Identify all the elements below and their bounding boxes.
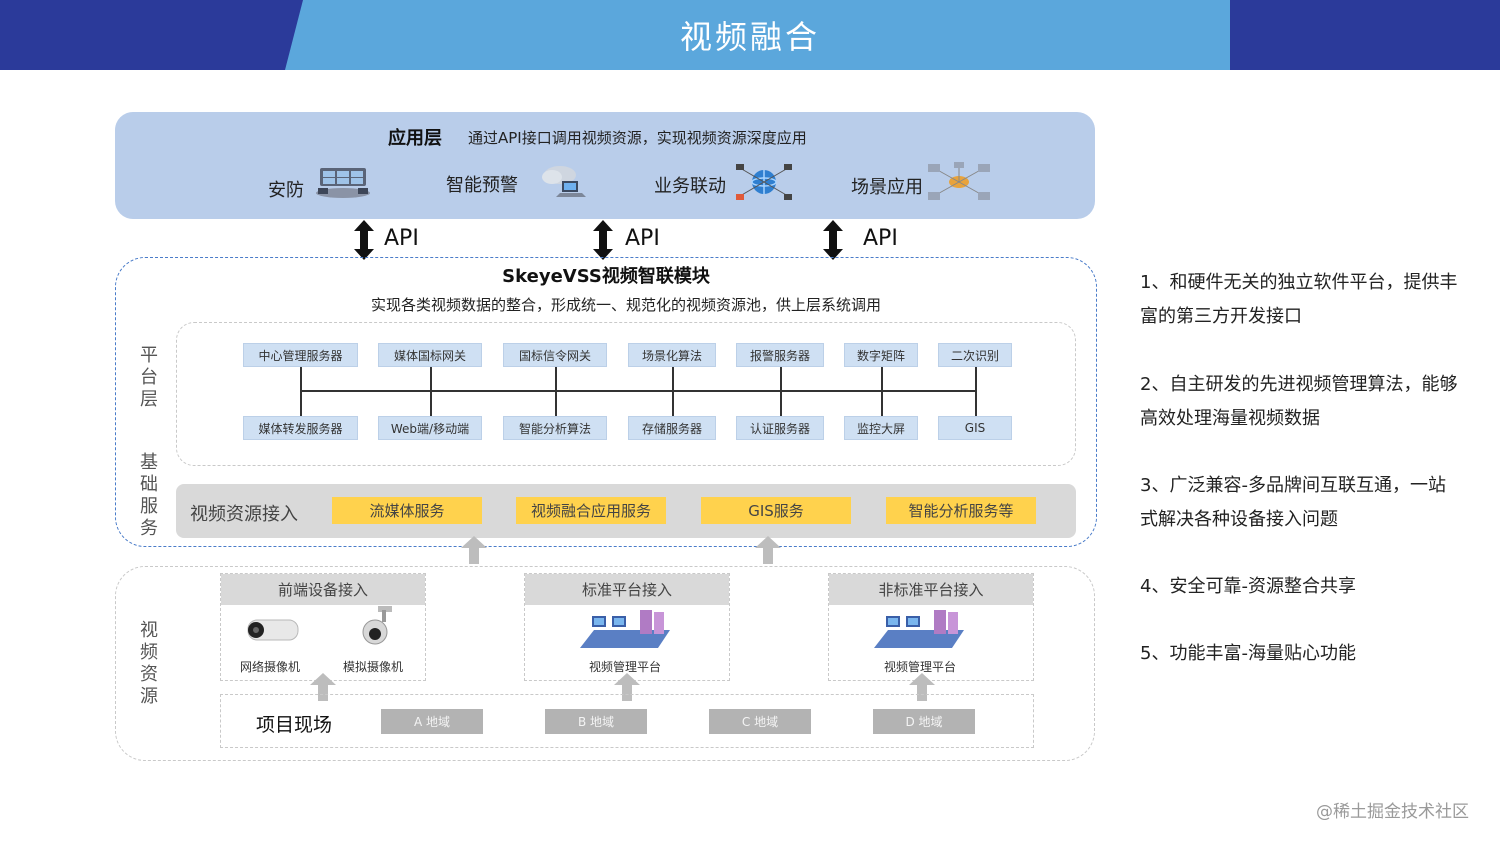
nonstandard-platform-access-box: 非标准平台接入 [828, 573, 1034, 681]
server-box: GIS [938, 416, 1012, 440]
server-box: Web端/移动端 [378, 416, 482, 440]
up-arrow-icon [310, 673, 336, 701]
server-box: 认证服务器 [736, 416, 824, 440]
app-item-security-label: 安防 [268, 180, 304, 201]
region-box: B 地域 [545, 709, 647, 734]
header-center-band [285, 0, 1230, 70]
service-box: 视频融合应用服务 [516, 497, 666, 524]
server-box: 智能分析算法 [503, 416, 607, 440]
access-box-title: 非标准平台接入 [829, 574, 1033, 605]
app-item-scene-label: 场景应用 [851, 177, 923, 198]
server-box: 二次识别 [938, 343, 1012, 367]
feature-item: 3、广泛兼容-多品牌间互联互通，一站式解决各种设备接入问题 [1140, 475, 1446, 530]
project-site-box [220, 694, 1034, 748]
network-hub-icon [928, 162, 990, 200]
service-box: 智能分析服务等 [886, 497, 1036, 524]
feature-item: 1、和硬件无关的独立软件平台，提供丰富的第三方开发接口 [1140, 272, 1458, 327]
region-box: A 地域 [381, 709, 483, 734]
device-label: 模拟摄像机 [343, 660, 404, 674]
globe-network-icon [736, 164, 792, 200]
security-monitor-icon [316, 168, 370, 198]
module-title: SkeyeVSS视频智联模块 [502, 266, 710, 287]
device-label: 视频管理平台 [589, 660, 662, 674]
connector-line [975, 367, 977, 416]
cloud-computer-icon [542, 166, 586, 197]
up-arrow-icon [461, 536, 487, 564]
skeyevss-module-frame [115, 257, 1097, 547]
network-camera-icon [247, 619, 299, 641]
up-arrow-icon [614, 673, 640, 701]
up-arrow-icon [755, 536, 781, 564]
page-title: 视频融合 [679, 18, 820, 56]
application-layer-description: 通过API接口调用视频资源，实现视频资源深度应用 [468, 129, 807, 147]
video-source-label: 视频资源 [140, 620, 158, 707]
server-box: 国标信令网关 [503, 343, 607, 367]
access-box-title: 标准平台接入 [525, 574, 729, 605]
base-service-label: 基础服务 [140, 452, 158, 539]
region-box: D 地域 [873, 709, 975, 734]
service-band-label: 视频资源接入 [190, 504, 298, 525]
platform-layer-label: 平台层 [140, 345, 158, 410]
video-source-frame [115, 566, 1095, 761]
application-layer-title: 应用层 [388, 128, 442, 149]
region-box: C 地域 [709, 709, 811, 734]
app-item-warning-label: 智能预警 [446, 175, 518, 196]
module-description: 实现各类视频数据的整合，形成统一、规范化的视频资源池，供上层系统调用 [370, 296, 881, 314]
feature-item: 4、安全可靠-资源整合共享 [1140, 576, 1356, 597]
api-label: API [625, 226, 660, 251]
feature-item: 2、自主研发的先进视频管理算法，能够高效处理海量视频数据 [1140, 374, 1458, 429]
feature-item: 5、功能丰富-海量贴心功能 [1140, 643, 1356, 664]
server-bus-line [300, 390, 976, 392]
access-box-title: 前端设备接入 [221, 574, 425, 605]
server-cluster-area [176, 322, 1076, 466]
server-box: 报警服务器 [736, 343, 824, 367]
api-double-arrow-icon [823, 220, 843, 260]
api-label: API [863, 226, 898, 251]
api-double-arrow-icon [593, 220, 613, 260]
app-item-linkage-label: 业务联动 [654, 176, 726, 197]
device-label: 视频管理平台 [884, 660, 957, 674]
api-label: API [384, 226, 419, 251]
standard-platform-access-box: 标准平台接入 [524, 573, 730, 681]
watermark: @稀土掘金技术社区 [1316, 802, 1469, 822]
server-box: 中心管理服务器 [243, 343, 358, 367]
server-box: 监控大屏 [844, 416, 918, 440]
platform-network-icon [580, 610, 670, 648]
service-box: 流媒体服务 [332, 497, 482, 524]
up-arrow-icon [909, 673, 935, 701]
dome-camera-icon [362, 606, 392, 645]
server-box: 场景化算法 [628, 343, 716, 367]
project-site-label: 项目现场 [256, 714, 333, 736]
server-box: 媒体转发服务器 [243, 416, 358, 440]
server-box: 媒体国标网关 [378, 343, 482, 367]
platform-network-icon [874, 610, 964, 648]
server-box: 存储服务器 [628, 416, 716, 440]
service-box: GIS服务 [701, 497, 851, 524]
server-box: 数字矩阵 [844, 343, 918, 367]
device-label: 网络摄像机 [240, 660, 301, 674]
api-double-arrow-icon [354, 220, 374, 260]
